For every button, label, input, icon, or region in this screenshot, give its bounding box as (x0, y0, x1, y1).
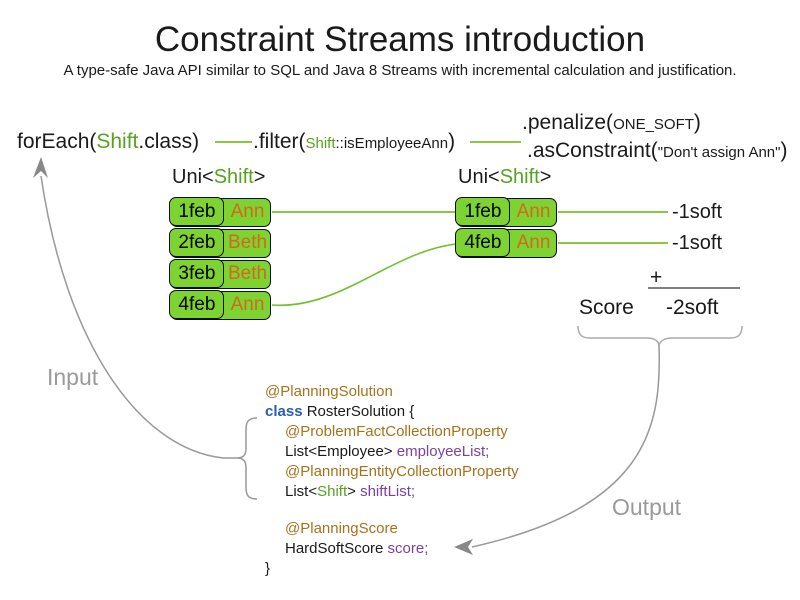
right-stream-label-close: > (539, 166, 552, 188)
code-class-name: RosterSolution { (302, 403, 415, 420)
code-blank-line (265, 502, 519, 519)
shift-date: 1feb (455, 197, 511, 227)
code-shift-class: Shift (317, 483, 348, 500)
code-closing-brace: } (265, 560, 271, 577)
right-stream-label: Uni<Shift> (458, 166, 551, 189)
shift-employee: Ann (516, 232, 551, 253)
asconstraint-expression: .asConstraint("Don't assign Ann") (527, 139, 787, 163)
foreach-prefix: forEach( (17, 130, 97, 153)
code-annotation-problem-fact: @ProblemFactCollectionProperty (285, 423, 508, 440)
filter-method: ::isEmployeeAnn (335, 135, 449, 152)
foreach-suffix: .class) (138, 130, 200, 153)
code-shift-list-line: List<Shift> shiftList; (265, 482, 519, 502)
code-score-type: HardSoftScore (285, 540, 388, 557)
right-stream-label-open: Uni< (458, 166, 500, 188)
asconstraint-suffix: ) (780, 139, 788, 162)
score-total: -2soft (666, 296, 719, 319)
input-arrowhead-icon (33, 157, 48, 178)
penalize-suffix: ) (693, 111, 701, 134)
left-stream-label-close: > (253, 166, 266, 188)
shift-employee: Ann (230, 201, 265, 222)
filter-expression: .filter(Shift::isEmployeeAnn) (253, 130, 455, 154)
code-keyword-class: class (265, 403, 303, 420)
penalize-expression: .penalize(ONE_SOFT) (522, 111, 701, 135)
plus-sign: + (650, 266, 663, 289)
code-class-declaration: class RosterSolution { (265, 402, 519, 422)
shift-date: 4feb (169, 290, 225, 320)
code-shift-list-field: shiftList; (360, 483, 416, 500)
shift-employee: Beth (227, 232, 268, 253)
code-score-line: HardSoftScore score; (265, 539, 519, 559)
code-annotation-planning-solution: @PlanningSolution (265, 383, 393, 400)
score-bracket (577, 325, 743, 348)
right-stream-label-class: Shift (499, 166, 540, 188)
filter-suffix: ) (448, 130, 456, 153)
shift-date: 2feb (169, 228, 225, 258)
foreach-class: Shift (96, 130, 139, 153)
penalize-prefix: .penalize( (522, 111, 614, 134)
left-stream-label-open: Uni< (172, 166, 214, 188)
filter-class: Shift (305, 135, 336, 152)
shift-date: 3feb (169, 259, 225, 289)
shift-date: 4feb (455, 228, 511, 258)
shift-employee: Beth (227, 263, 268, 284)
roster-solution-code: @PlanningSolution class RosterSolution {… (265, 382, 519, 579)
score-label: Score (579, 296, 634, 319)
shift-date: 1feb (169, 197, 225, 227)
code-score-field: score; (387, 540, 429, 557)
code-shift-list-open: List< (285, 483, 318, 500)
input-label: Input (47, 364, 99, 390)
code-employee-list-field: employeeList; (396, 443, 490, 460)
penalty-value-2: -1soft (672, 232, 723, 254)
shift-employee: Ann (516, 201, 551, 222)
penalize-arg: ONE_SOFT (613, 116, 694, 133)
code-annotation-planning-score: @PlanningScore (285, 520, 398, 537)
connector-row-4feb-curve (271, 243, 457, 306)
left-stream-label: Uni<Shift> (172, 166, 265, 189)
code-annotation-planning-entity: @PlanningEntityCollectionProperty (285, 463, 519, 480)
penalty-value-1: -1soft (672, 201, 723, 223)
code-employee-list-type: List<Employee> (285, 443, 397, 460)
output-label: Output (612, 494, 682, 520)
left-stream-label-class: Shift (213, 166, 254, 188)
asconstraint-arg: "Don't assign Ann" (657, 144, 781, 161)
code-employee-list-line: List<Employee> employeeList; (265, 442, 519, 462)
page-subtitle: A type-safe Java API similar to SQL and … (63, 62, 737, 79)
asconstraint-prefix: .asConstraint( (527, 139, 658, 162)
foreach-expression: forEach(Shift.class) (17, 130, 199, 154)
filter-prefix: .filter( (253, 130, 306, 153)
page-title: Constraint Streams introduction (154, 20, 646, 59)
code-shift-list-close: > (347, 483, 361, 500)
shift-employee: Ann (230, 294, 265, 315)
code-brace (223, 417, 258, 500)
